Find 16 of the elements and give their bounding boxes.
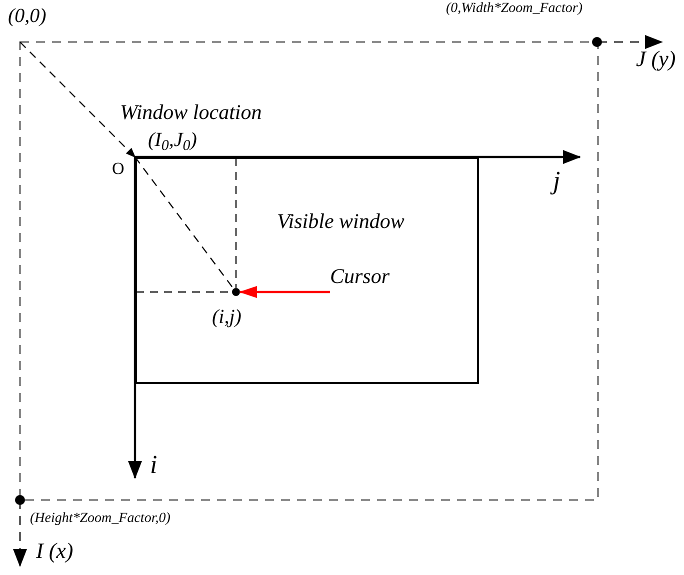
- axis-label: O: [112, 160, 124, 177]
- axis-label: J (y): [636, 48, 676, 70]
- node-text: Cursor: [330, 266, 390, 287]
- axis-label: (Height*Zoom_Factor,0): [30, 512, 170, 526]
- axis-label: i: [150, 452, 158, 478]
- connector-line: [134, 156, 234, 290]
- axis-label: (0,0): [8, 6, 46, 26]
- axis-label: (0,Width*Zoom_Factor): [446, 2, 582, 16]
- axis-label: (i,j): [212, 307, 242, 327]
- arrow: [20, 42, 136, 158]
- node-caption: (I$_{0}$,J$_{0}$): [148, 130, 197, 150]
- arrow: [239, 286, 330, 298]
- axis-label: I (x): [36, 540, 74, 562]
- node-text: Visible window: [277, 211, 404, 232]
- node-caption: Window location: [120, 102, 262, 123]
- window-rectangle: [135, 157, 479, 384]
